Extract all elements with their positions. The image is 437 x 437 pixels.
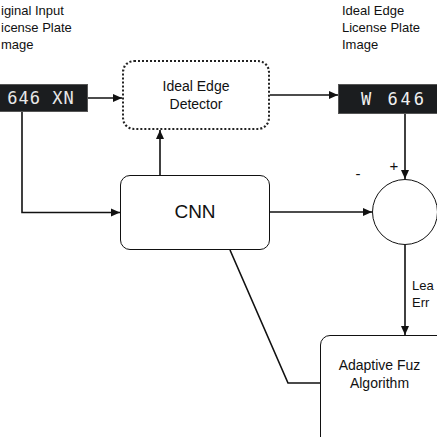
flow-arrow (270, 94, 338, 96)
flow-arrow (404, 114, 406, 179)
summing-junction: +- (372, 179, 437, 245)
edge-plate-image: Ideal Edge License Plate ImageW 646 (338, 84, 437, 114)
process-box: CNN (120, 175, 270, 250)
plate-text: 646 XN (7, 87, 74, 109)
image-heading: Ideal Edge License Plate Image (342, 3, 437, 54)
flow-arrow (88, 97, 122, 99)
plate-text: W 646 (361, 88, 427, 110)
detector-box: Ideal Edge Detector (122, 60, 270, 130)
flow-arrow (270, 211, 372, 213)
sign-label: - (352, 164, 364, 184)
process-label: Ideal Edge Detector (146, 77, 246, 113)
process-label: CNN (174, 200, 215, 225)
process-label: Adaptive Fuz Algorithm (321, 356, 437, 392)
sign-label: + (387, 156, 401, 176)
flow-arrow (22, 112, 120, 213)
flow-arrow (159, 130, 161, 175)
image-heading: iginal Input icense Plate mage (1, 3, 81, 54)
edge-label: Lea Err (412, 278, 436, 312)
process-box: Adaptive Fuz Algorithm (320, 335, 437, 437)
flow-arrow (404, 245, 406, 335)
input-plate-image: iginal Input icense Plate mage646 XN (0, 84, 88, 112)
flow-arrow (230, 250, 320, 383)
